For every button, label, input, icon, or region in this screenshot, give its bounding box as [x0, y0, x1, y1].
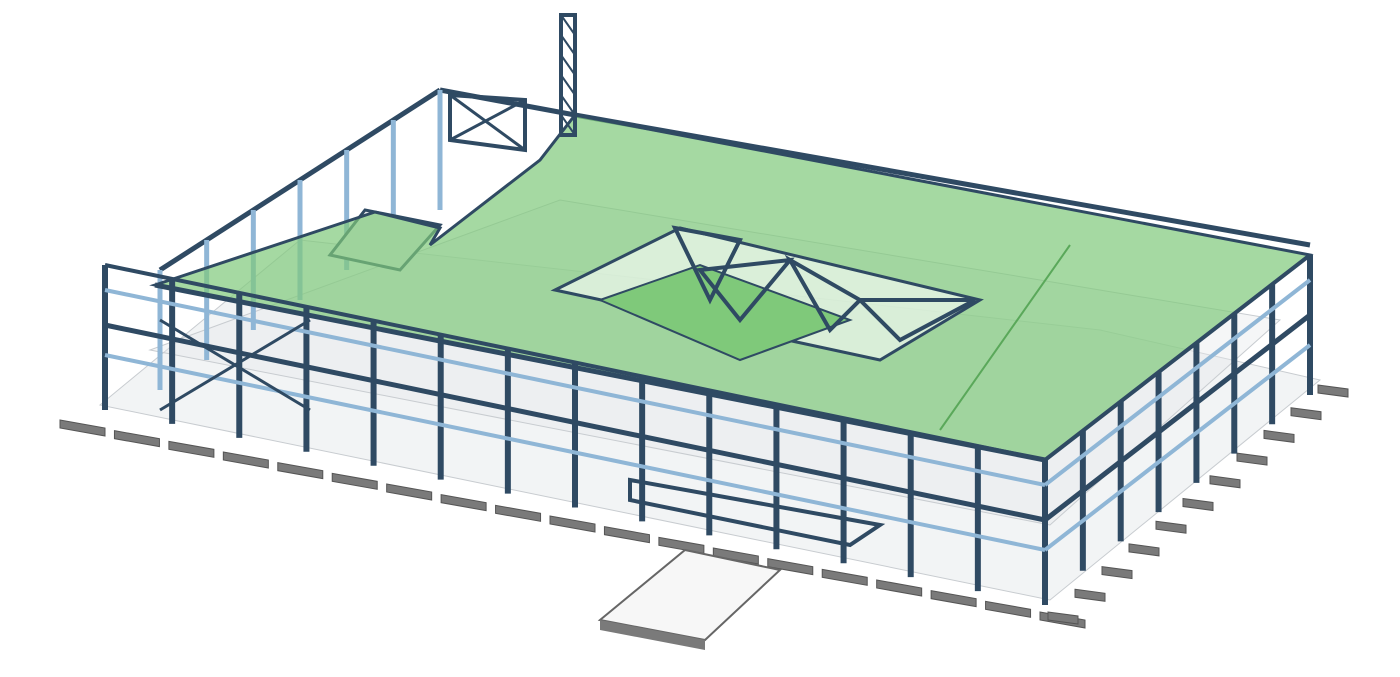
foundation-pad	[549, 515, 596, 533]
foundation-pad	[767, 558, 814, 576]
foundation-pad	[1074, 588, 1106, 602]
central-skylight-truss	[550, 225, 984, 362]
foundation-pad	[440, 494, 487, 512]
skylight-panel	[597, 263, 853, 362]
foundation-pads	[59, 384, 1349, 629]
skylight-truss	[855, 298, 976, 343]
foundation-pad	[712, 547, 759, 565]
foundation-pad	[1101, 566, 1133, 580]
foundation-pad	[821, 568, 868, 586]
side-beam	[1043, 278, 1312, 487]
steel-beams	[104, 244, 1312, 552]
side-beam	[1043, 313, 1312, 522]
foundation-pad	[1209, 475, 1241, 489]
front-beam	[104, 353, 1046, 552]
foundation-pad	[277, 462, 324, 480]
mast-lacing	[560, 94, 576, 116]
skylight-truss	[696, 257, 795, 324]
foundation-pad	[1047, 611, 1079, 625]
foundation-pad	[1155, 520, 1187, 534]
x-brace	[449, 93, 526, 152]
foundation-pad	[495, 504, 542, 522]
front-beam	[104, 288, 1046, 487]
foundation-pad	[331, 472, 378, 490]
entry-platform	[597, 477, 886, 650]
mast-lacing	[560, 14, 576, 36]
x-brace	[159, 318, 311, 412]
skylight-truss	[671, 225, 743, 305]
foundation-pad	[1236, 452, 1268, 466]
side-beam	[1043, 253, 1312, 462]
mast-lacing	[560, 114, 576, 136]
foundation-pad	[386, 483, 433, 501]
skylight-truss	[784, 254, 864, 334]
front-beam	[104, 322, 1046, 523]
foundation-pad	[222, 451, 269, 469]
canopy-frame	[628, 477, 886, 548]
foundation-pad	[930, 590, 977, 608]
foundation-pad	[1128, 543, 1160, 557]
foundation-pad	[603, 526, 650, 544]
entry-slab	[597, 548, 783, 642]
foundation-pad	[59, 419, 106, 437]
foundation-pad	[113, 430, 160, 448]
foundation-pad	[985, 600, 1032, 618]
back-beam	[574, 112, 1311, 248]
foundation-pad	[168, 440, 215, 458]
foundation-pad	[876, 579, 923, 597]
roof-edge-beam	[154, 282, 1046, 463]
mast-lacing	[560, 74, 576, 96]
foundation-pad	[1263, 429, 1295, 443]
entry-slab-edge	[600, 620, 705, 650]
mast-lacing	[560, 34, 576, 56]
mast-lacing	[560, 54, 576, 76]
side-beam	[1043, 343, 1312, 552]
roof-expansion-joint	[939, 244, 1071, 431]
foundation-pad	[1317, 384, 1349, 398]
foundation-pad	[1290, 407, 1322, 421]
foundation-pad	[1182, 497, 1214, 512]
foundation-pad	[658, 536, 705, 554]
x-brace	[449, 98, 526, 142]
lattice-mast	[559, 13, 577, 137]
